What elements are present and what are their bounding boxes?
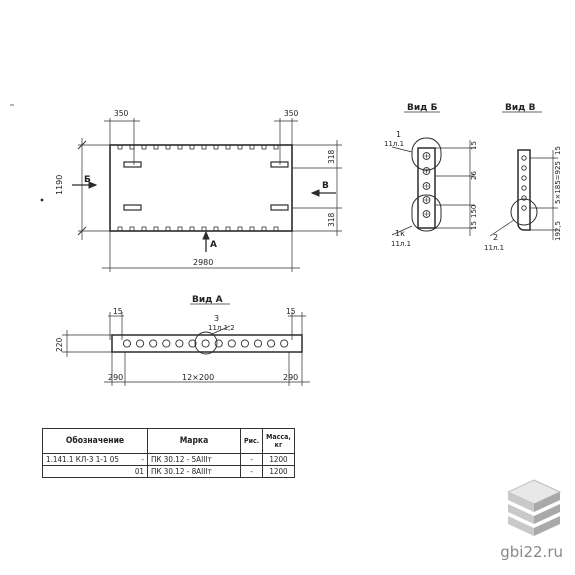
plan-dim-left-edge: 350 — [114, 109, 129, 118]
table-cell-mass: 1200 — [262, 453, 295, 466]
plan-arrow-left-label: Б — [84, 175, 91, 185]
view-b-title: Вид Б — [407, 103, 438, 113]
view-v — [489, 111, 558, 240]
view-a — [62, 303, 310, 386]
view-a-hole — [267, 339, 276, 348]
view-v-hole — [521, 165, 527, 171]
plan-dim-hole-top: 318 — [327, 149, 336, 164]
plan-view — [72, 118, 342, 272]
view-v-dim-top: 15 — [554, 146, 562, 155]
view-v-hole — [521, 195, 527, 201]
table-cell-variant: 01 — [130, 465, 149, 478]
view-a-left-end: 15 — [113, 307, 123, 316]
table-header-fig: Рис. — [239, 428, 264, 454]
view-a-hole — [188, 339, 197, 348]
view-b-hole-mark — [424, 197, 429, 203]
view-a-hole — [280, 339, 289, 348]
table-header-mark: Марка — [147, 428, 241, 454]
view-b-callout2-sheet: 11л.1 — [391, 240, 411, 248]
view-b-holes — [422, 152, 431, 218]
view-a-height: 220 — [55, 337, 64, 352]
view-a-hole — [201, 339, 210, 348]
table-cell-mark: ПК 30.12 - 5АIIIт — [147, 453, 241, 466]
view-a-hole — [149, 339, 158, 348]
view-a-hole — [162, 339, 171, 348]
view-a-hole — [122, 339, 132, 348]
site-watermark: gbi22.ru — [500, 543, 563, 561]
table-cell-mark: ПК 30.12 - 8АIIIт — [147, 465, 241, 478]
table-header-designation: Обозначение — [42, 428, 148, 454]
plan-dim-hole-bottom: 318 — [327, 212, 336, 227]
view-a-callout-num: 3 — [214, 314, 219, 323]
view-b-hole-mark — [424, 183, 429, 189]
view-a-hole — [240, 339, 249, 348]
plan-arrow-bottom-label: А — [210, 240, 217, 250]
view-b-callout2-num: 1к — [395, 229, 405, 238]
table-row: 01 ПК 30.12 - 8АIIIт - 1200 — [42, 465, 295, 478]
view-b-hole-mark — [424, 153, 429, 159]
view-v-callout-sheet: 11л.1 — [484, 244, 504, 252]
view-a-holes — [122, 339, 289, 348]
view-a-hole — [214, 339, 223, 348]
plan-dim-right-edge: 350 — [284, 109, 299, 118]
view-v-hole — [521, 155, 527, 161]
table-cell-fig: - — [239, 465, 264, 478]
view-v-holes — [521, 155, 527, 211]
view-b — [391, 111, 475, 236]
view-a-hole — [227, 339, 236, 348]
view-b-dim-top: 15 — [470, 141, 478, 150]
view-a-hole — [175, 339, 184, 348]
view-v-callout-num: 2 — [493, 233, 498, 242]
view-b-hole — [422, 210, 431, 218]
table-row: 1.141.1 КЛ-3 1-1 05 - ПК 30.12 - 5АIIIт … — [42, 453, 295, 466]
view-b-dim-mid: 26 — [470, 171, 478, 180]
view-a-middle-span: 12×200 — [182, 373, 214, 382]
table-header-row: Обозначение Марка Рис. Масса, кг — [42, 428, 295, 454]
view-a-left-margin: 290 — [108, 373, 123, 382]
view-b-hole-mark — [424, 168, 429, 174]
view-b-hole-mark — [424, 211, 429, 217]
view-b-dim-b2: 15 — [470, 221, 478, 230]
view-a-callout-sheet: 11л.1,2 — [208, 324, 235, 332]
view-a-right-margin: 290 — [283, 373, 298, 382]
view-a-title: Вид А — [192, 295, 223, 305]
view-a-hole — [136, 339, 145, 348]
view-v-hole — [521, 175, 527, 181]
view-b-hole — [422, 167, 431, 175]
table-cell-mass: 1200 — [262, 465, 295, 478]
view-v-dim-bottom: 192,5 — [554, 221, 562, 241]
table-cell-designation: 1.141.1 КЛ-3 1-1 05 — [42, 453, 131, 466]
plan-dim-overall-height: 1190 — [55, 175, 64, 195]
site-logo — [506, 479, 562, 536]
view-b-dim-b1: 150 — [470, 205, 478, 218]
specification-table: Обозначение Марка Рис. Масса, кг 1.141.1… — [42, 428, 295, 478]
table-header-mass: Масса, кг — [262, 428, 295, 454]
view-b-hole — [422, 196, 431, 204]
view-b-hole — [422, 152, 431, 160]
view-a-right-end: 15 — [286, 307, 296, 316]
table-cell-variant: - — [130, 453, 149, 466]
table-cell-designation — [42, 465, 131, 478]
view-v-hole — [521, 185, 527, 191]
view-b-hole — [422, 182, 431, 190]
view-v-pitch: 5×185=925 — [554, 161, 562, 204]
view-a-hole — [253, 339, 263, 348]
plan-dim-overall-width: 2980 — [193, 258, 213, 267]
view-b-callout1-num: 1 — [396, 130, 401, 139]
table-cell-fig: - — [239, 453, 264, 466]
view-b-callout1-sheet: 11л.1 — [384, 140, 404, 148]
view-v-title: Вид В — [505, 103, 536, 113]
view-v-hole — [521, 205, 527, 211]
plan-arrow-right-label: В — [322, 181, 329, 191]
